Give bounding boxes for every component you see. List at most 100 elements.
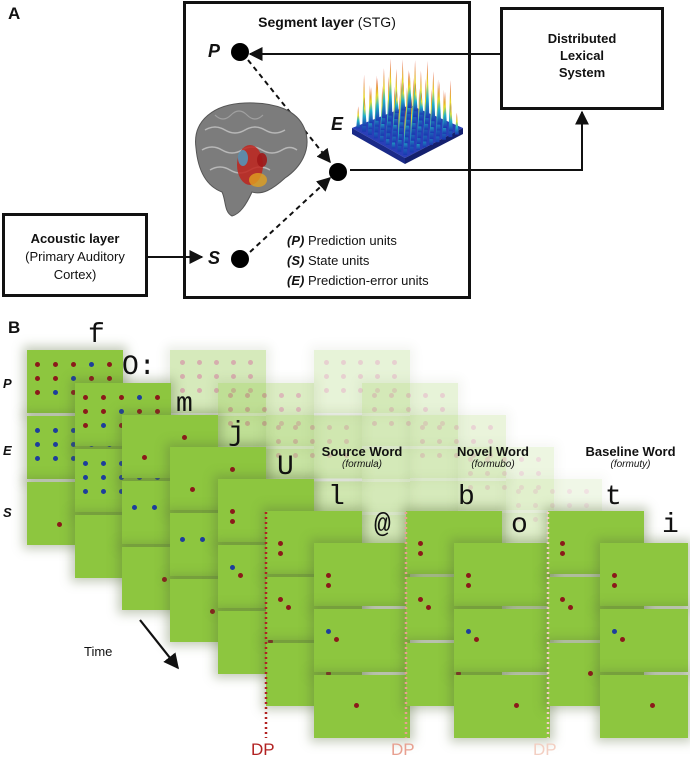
unit-activation-dot xyxy=(344,453,349,458)
unit-activation-dot xyxy=(119,475,124,480)
unit-activation-dot xyxy=(230,565,235,570)
phoneme-l: l xyxy=(328,482,345,513)
unit-activation-dot xyxy=(276,453,281,458)
unit-activation-dot xyxy=(326,573,331,578)
surface-spike xyxy=(448,102,453,132)
unit-activation-dot xyxy=(71,390,76,395)
unit-activation-dot xyxy=(612,629,617,634)
unit-activation-dot xyxy=(533,489,538,494)
unit-activation-dot xyxy=(230,467,235,472)
unit-activation-dot xyxy=(245,393,250,398)
unit-activation-dot xyxy=(107,376,112,381)
unit-activation-dot xyxy=(418,551,423,556)
unit-activation-dot xyxy=(296,393,301,398)
unit-activation-dot xyxy=(375,360,380,365)
unit-activation-dot xyxy=(550,503,555,508)
surface-spike xyxy=(369,87,374,124)
unit-activation-dot xyxy=(567,489,572,494)
unit-activation-dot xyxy=(101,461,106,466)
unit-activation-dot xyxy=(568,605,573,610)
time-frame xyxy=(314,543,410,606)
phoneme-i: i xyxy=(662,510,679,541)
unit-activation-dot xyxy=(456,671,461,676)
unit-activation-dot xyxy=(278,551,283,556)
unit-activation-dot xyxy=(83,475,88,480)
unit-activation-dot xyxy=(296,421,301,426)
row-label-s: S xyxy=(3,505,12,520)
unit-activation-dot xyxy=(502,471,507,476)
time-frame xyxy=(600,609,688,672)
unit-activation-dot xyxy=(516,517,521,522)
ghost-frame xyxy=(410,415,506,478)
surface-spike xyxy=(437,81,442,125)
unit-activation-dot xyxy=(83,461,88,466)
unit-activation-dot xyxy=(190,487,195,492)
unit-activation-dot xyxy=(278,597,283,602)
surface-spike xyxy=(388,58,393,116)
unit-activation-dot xyxy=(420,453,425,458)
unit-activation-dot xyxy=(612,573,617,578)
unit-activation-dot xyxy=(155,395,160,400)
unit-activation-dot xyxy=(214,388,219,393)
surface-spike xyxy=(431,71,436,122)
arrow-e-to-lexical xyxy=(350,110,589,171)
novel-word-title: Novel Word (formubo) xyxy=(457,444,529,470)
unit-activation-dot xyxy=(560,597,565,602)
time-frame xyxy=(600,675,688,738)
phoneme-u: U xyxy=(277,452,294,483)
time-arrow xyxy=(139,619,179,670)
unit-activation-dot xyxy=(326,671,331,676)
panel-a-letter: A xyxy=(8,4,21,23)
unit-activation-dot xyxy=(440,393,445,398)
unit-activation-dot xyxy=(426,605,431,610)
unit-activation-dot xyxy=(341,388,346,393)
panel-b-letter: B xyxy=(8,318,21,337)
arrow-s-to-e xyxy=(249,177,332,253)
unit-activation-dot xyxy=(485,471,490,476)
unit-activation-dot xyxy=(262,393,267,398)
unit-legend: (P) Prediction units (S) State units (E)… xyxy=(287,231,429,291)
unit-activation-dot xyxy=(71,376,76,381)
unit-activation-dot xyxy=(197,374,202,379)
unit-activation-dot xyxy=(200,537,205,542)
unit-activation-dot xyxy=(358,374,363,379)
unit-activation-dot xyxy=(406,421,411,426)
unit-activation-dot xyxy=(310,439,315,444)
unit-activation-dot xyxy=(279,393,284,398)
unit-activation-dot xyxy=(293,425,298,430)
ghost-frame xyxy=(314,350,410,413)
unit-activation-dot xyxy=(293,453,298,458)
unit-activation-dot xyxy=(248,374,253,379)
unit-activation-dot xyxy=(35,362,40,367)
unit-activation-dot xyxy=(210,609,215,614)
surface-spike xyxy=(381,68,386,119)
unit-activation-dot xyxy=(180,374,185,379)
unit-activation-dot xyxy=(372,421,377,426)
unit-activation-dot xyxy=(155,409,160,414)
unit-activation-dot xyxy=(83,423,88,428)
unit-activation-dot xyxy=(324,360,329,365)
unit-activation-dot xyxy=(101,409,106,414)
unit-activation-dot xyxy=(101,423,106,428)
unit-activation-dot xyxy=(231,360,236,365)
unit-activation-dot xyxy=(324,374,329,379)
unit-activation-dot xyxy=(488,425,493,430)
unit-activation-dot xyxy=(228,421,233,426)
acoustic-layer-label: Acoustic layer (Primary Auditory Cortex) xyxy=(25,231,125,282)
ghost-frame xyxy=(266,415,362,478)
unit-activation-dot xyxy=(119,409,124,414)
unit-activation-dot xyxy=(262,407,267,412)
unit-activation-dot xyxy=(228,407,233,412)
unit-activation-dot xyxy=(83,409,88,414)
unit-activation-dot xyxy=(454,425,459,430)
unit-activation-dot xyxy=(620,637,625,642)
unit-activation-dot xyxy=(101,475,106,480)
unit-activation-dot xyxy=(137,395,142,400)
lexical-system-box: Distributed Lexical System xyxy=(500,7,664,110)
surface-spike xyxy=(356,106,361,129)
unit-activation-dot xyxy=(262,421,267,426)
phoneme-t: t xyxy=(605,482,622,513)
legend-item-e: (E) Prediction-error units xyxy=(287,273,429,288)
unit-activation-dot xyxy=(389,393,394,398)
unit-activation-dot xyxy=(53,428,58,433)
